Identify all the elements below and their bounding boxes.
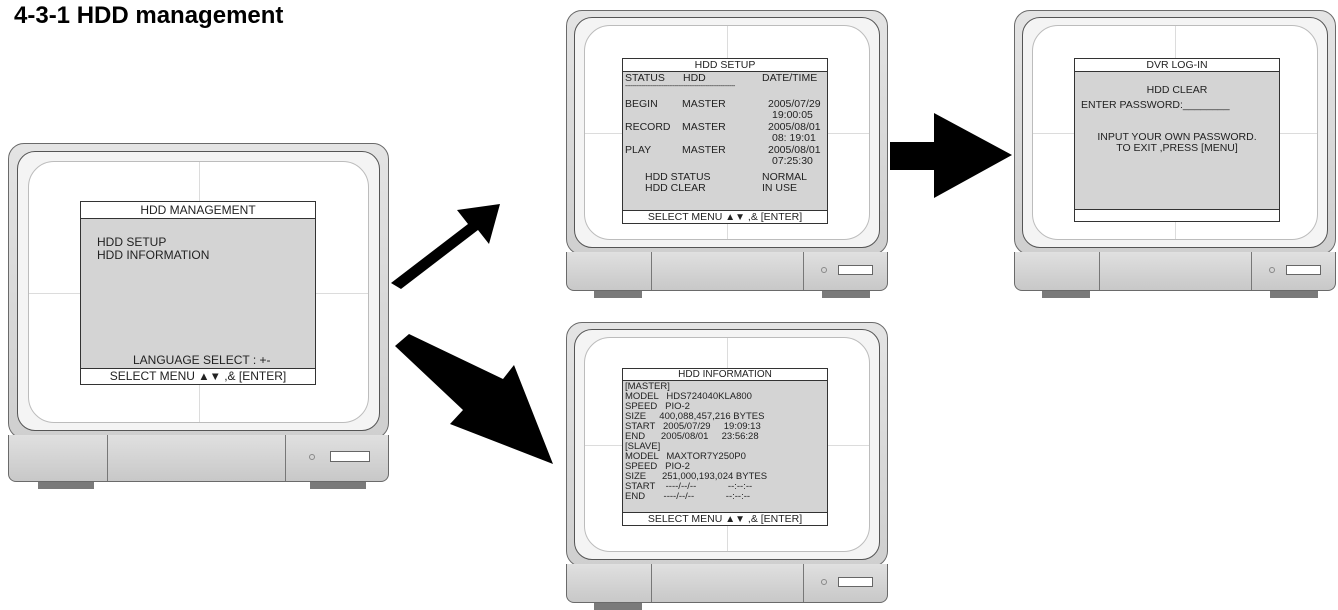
monitor-dvr-login: DVR LOG-IN HDD CLEAR ENTER PASSWORD:____… [1014,10,1336,298]
log-row: RECORD [625,121,671,133]
language-select[interactable]: LANGUAGE SELECT : +- [133,353,271,367]
panel-slot [838,577,873,587]
menu-footer: SELECT MENU ▲▼ ,& [ENTER] [81,368,315,384]
monitor-hdd-information: HDD INFORMATION [MASTER] MODEL HDS724040… [566,322,888,610]
power-led-icon [821,267,827,273]
menu-footer: SELECT MENU ▲▼ ,& [ENTER] [623,210,827,223]
info-line: SPEED PIO-2 [625,401,690,412]
monitor-hdd-setup: HDD SETUP STATUS HDD DATE/TIME ---------… [566,10,888,298]
down-arrow-icon: ▼ [209,371,221,383]
monitor-base [566,252,888,291]
arrow-up-right-icon [391,204,500,289]
info-line: [MASTER] [625,381,670,392]
monitor-hdd-management: HDD MANAGEMENT HDD SETUP HDD INFORMATION… [8,143,389,493]
log-row: PLAY [625,144,652,156]
arrow-down-right-icon [395,334,553,464]
menu-footer [1075,209,1279,221]
hdd-status-label[interactable]: HDD STATUS [645,171,711,183]
monitor-base [8,435,389,482]
menu-footer: SELECT MENU ▲▼ ,& [ENTER] [623,512,827,525]
arrow-right-icon [890,113,1012,198]
power-led-icon [821,579,827,585]
info-line: SPEED PIO-2 [625,461,690,472]
menu-item-hdd-information[interactable]: HDD INFORMATION [97,248,210,262]
up-arrow-icon: ▲ [725,514,736,525]
password-field[interactable]: ENTER PASSWORD:________ [1081,99,1230,111]
panel-slot [1286,265,1321,275]
menu-hdd-setup: HDD SETUP STATUS HDD DATE/TIME ---------… [622,58,828,224]
menu-item-hdd-setup[interactable]: HDD SETUP [97,235,167,249]
menu-dvr-login: DVR LOG-IN HDD CLEAR ENTER PASSWORD:____… [1074,58,1280,222]
info-line: [SLAVE] [625,441,661,452]
power-led-icon [1269,267,1275,273]
hdd-status-value: NORMAL [762,171,807,183]
menu-title: DVR LOG-IN [1075,59,1279,72]
menu-hdd-management: HDD MANAGEMENT HDD SETUP HDD INFORMATION… [80,201,316,385]
menu-title: HDD SETUP [623,59,827,72]
up-arrow-icon: ▲ [198,371,210,383]
up-arrow-icon: ▲ [725,212,736,223]
hdd-clear-value: IN USE [762,182,798,194]
down-arrow-icon: ▼ [735,212,745,223]
monitor-base [566,564,888,603]
menu-title: HDD MANAGEMENT [81,202,315,219]
power-led-icon [309,454,315,460]
panel-slot [838,265,873,275]
log-row: BEGIN [625,98,658,110]
down-arrow-icon: ▼ [735,514,745,525]
info-line: END ----/--/-- --:--:-- [625,491,751,502]
info-line: START 2005/07/29 19:09:13 [625,421,761,432]
hdd-clear-label[interactable]: HDD CLEAR [645,182,706,194]
page-title: 4-3-1 HDD management [14,2,284,29]
menu-title: HDD INFORMATION [623,369,827,381]
menu-hdd-information: HDD INFORMATION [MASTER] MODEL HDS724040… [622,368,828,526]
panel-slot [330,451,370,462]
info-line: START ----/--/-- --:--:-- [625,481,753,492]
info-line: MODEL MAXTOR7Y250P0 [625,451,746,462]
info-line: END 2005/08/01 23:56:28 [625,431,759,442]
info-line: SIZE 400,088,457,216 BYTES [625,411,765,422]
info-line: MODEL HDS724040KLA800 [625,391,752,402]
info-line: SIZE 251,000,193,024 BYTES [625,471,768,482]
monitor-base [1014,252,1336,291]
